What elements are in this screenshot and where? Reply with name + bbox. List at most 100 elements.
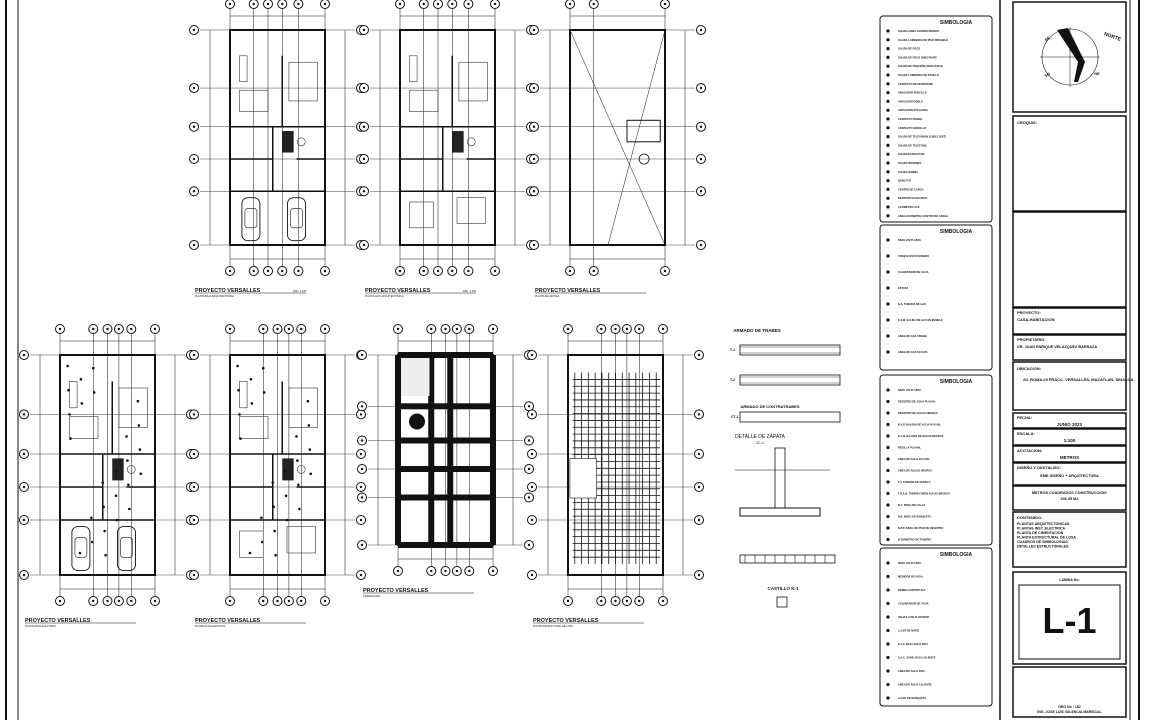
electric-outlet — [261, 366, 265, 370]
electric-outlet — [274, 553, 277, 557]
axis-bubble-dot — [92, 327, 95, 331]
axis-bubble-dot — [527, 439, 531, 442]
legend-box — [879, 15, 993, 223]
legend-item: ACOMETIDA CFE — [898, 205, 920, 209]
axis-bubble-dot — [638, 599, 641, 603]
axis-bubble-dot — [192, 86, 196, 90]
axis-bubble-dot — [422, 2, 425, 6]
axis-bubble-dot — [491, 569, 495, 573]
axis-bubble-dot — [661, 327, 665, 331]
foundation-beam — [398, 542, 493, 548]
axis-bubble-dot — [300, 327, 303, 331]
legend-item: SALIDA LUMINARIA DE PASILLO — [898, 73, 939, 77]
axis-bubble-dot — [262, 599, 265, 603]
escala-box — [1012, 428, 1127, 446]
beam-detail — [739, 374, 841, 386]
acotacion-value: METROS — [1060, 455, 1079, 460]
axis-bubble-dot — [153, 327, 157, 331]
axis-bubble-dot — [530, 518, 534, 522]
electric-outlet — [271, 481, 275, 484]
axis-bubble-dot — [266, 2, 270, 6]
diseno-label: DISEÑO Y DIGITALIZO: — [1017, 465, 1061, 470]
room-furniture — [456, 197, 486, 224]
axis-bubble-dot — [92, 599, 95, 603]
axis-bubble-dot — [532, 28, 536, 32]
electric-outlet — [250, 402, 254, 405]
diseno-box — [1012, 462, 1127, 486]
plan-title: PROYECTO VERSALLES — [195, 288, 261, 294]
axis-bubble-dot — [192, 157, 196, 161]
axis-bubble-dot — [532, 190, 536, 193]
car-roof — [290, 208, 303, 229]
roof-tank-area — [626, 119, 661, 143]
legend-symbol — [886, 574, 890, 579]
legend-symbol — [886, 445, 890, 450]
electric-outlet — [298, 507, 301, 511]
axis-bubble-dot — [493, 2, 497, 6]
electric-outlet — [101, 481, 105, 484]
plan-subtitle: PLANTA DE AZOTEA — [535, 295, 559, 298]
axis-bubble-dot — [359, 485, 363, 489]
legend-item: APAGADOR ESCALERA — [898, 108, 928, 112]
dro-label: DRO No : 182 — [1058, 705, 1080, 709]
axis-bubble-dot — [396, 327, 400, 331]
proyecto-value: CASA-HABITACION — [1017, 317, 1055, 322]
axis-bubble-dot — [592, 2, 595, 6]
legend-symbol — [886, 669, 890, 673]
axis-bubble-dot — [398, 269, 402, 273]
axis-bubble-dot — [192, 243, 196, 247]
axis-bubble-dot — [192, 518, 196, 522]
electric-outlet — [138, 448, 142, 451]
axis-bubble-dot — [422, 269, 425, 273]
legend-item: TANQUE ESTACIONARIO — [898, 254, 929, 258]
axis-bubble-dot — [532, 243, 536, 247]
electric-outlet — [238, 413, 241, 416]
car — [117, 526, 136, 572]
legend-item: LINEA DE AGUA FRIA — [898, 669, 925, 673]
sofa — [409, 55, 418, 82]
electric-outlet — [296, 459, 299, 462]
axis-bubble-dot — [532, 125, 536, 128]
axis-bubble-dot — [360, 353, 364, 357]
axis-bubble-dot — [130, 327, 133, 331]
legend-title: SIMBOLOGIA — [940, 229, 973, 235]
contenido-item: DETALLES ESTRUCTURALES — [1017, 545, 1069, 549]
legend-symbol — [886, 91, 890, 95]
axis-bubble-dot — [566, 327, 570, 331]
electric-outlet — [307, 424, 311, 427]
axis-bubble-dot — [130, 599, 133, 603]
plan-subtitle: PLANTA ESTRUCTURAL DE LOSA — [533, 625, 573, 628]
engineer-name: ING. JOSE LUIS VALENCIA MARISCAL — [1037, 710, 1102, 714]
legend-item: LINEA DE AGUA CALIENTE — [898, 683, 932, 687]
legend-symbol — [886, 302, 890, 306]
legend-item: BOMBA CENTRIFUGA — [898, 588, 926, 592]
legend-symbol — [886, 682, 890, 687]
axis-bubble-dot — [359, 413, 363, 416]
contratrabes-title: ARMADO DE CONTRATRABES — [740, 404, 799, 409]
electric-outlet — [66, 364, 69, 368]
legend-item: NIVEL EN PLANTA — [898, 238, 921, 242]
axis-bubble-dot — [252, 2, 255, 6]
legend-item: SALIDA EXTRACTOR — [898, 152, 924, 156]
lamina-inner — [1018, 584, 1121, 660]
axis-bubble-dot — [444, 569, 447, 573]
axis-bubble-dot — [323, 599, 327, 603]
legend-item: B.A. TUBERIA DE GAS — [898, 302, 926, 306]
legend-symbol — [886, 514, 890, 519]
legend-symbol — [886, 526, 890, 530]
legend-symbol — [886, 537, 890, 542]
electric-outlet — [103, 529, 106, 533]
legend-symbol — [886, 73, 890, 77]
axis-bubble-dot — [362, 243, 366, 247]
electric-outlet — [297, 483, 300, 487]
axis-bubble-dot — [359, 518, 363, 522]
legend-item: B.A.N. BAJADA DE AGUAS NEGRAS — [898, 434, 944, 438]
water-tank — [638, 153, 650, 165]
legend-box — [879, 547, 993, 707]
proyecto-box — [1012, 307, 1127, 335]
legend-item: REGILLA PLUVIAL — [898, 446, 922, 450]
axis-bubble-dot — [491, 327, 495, 331]
